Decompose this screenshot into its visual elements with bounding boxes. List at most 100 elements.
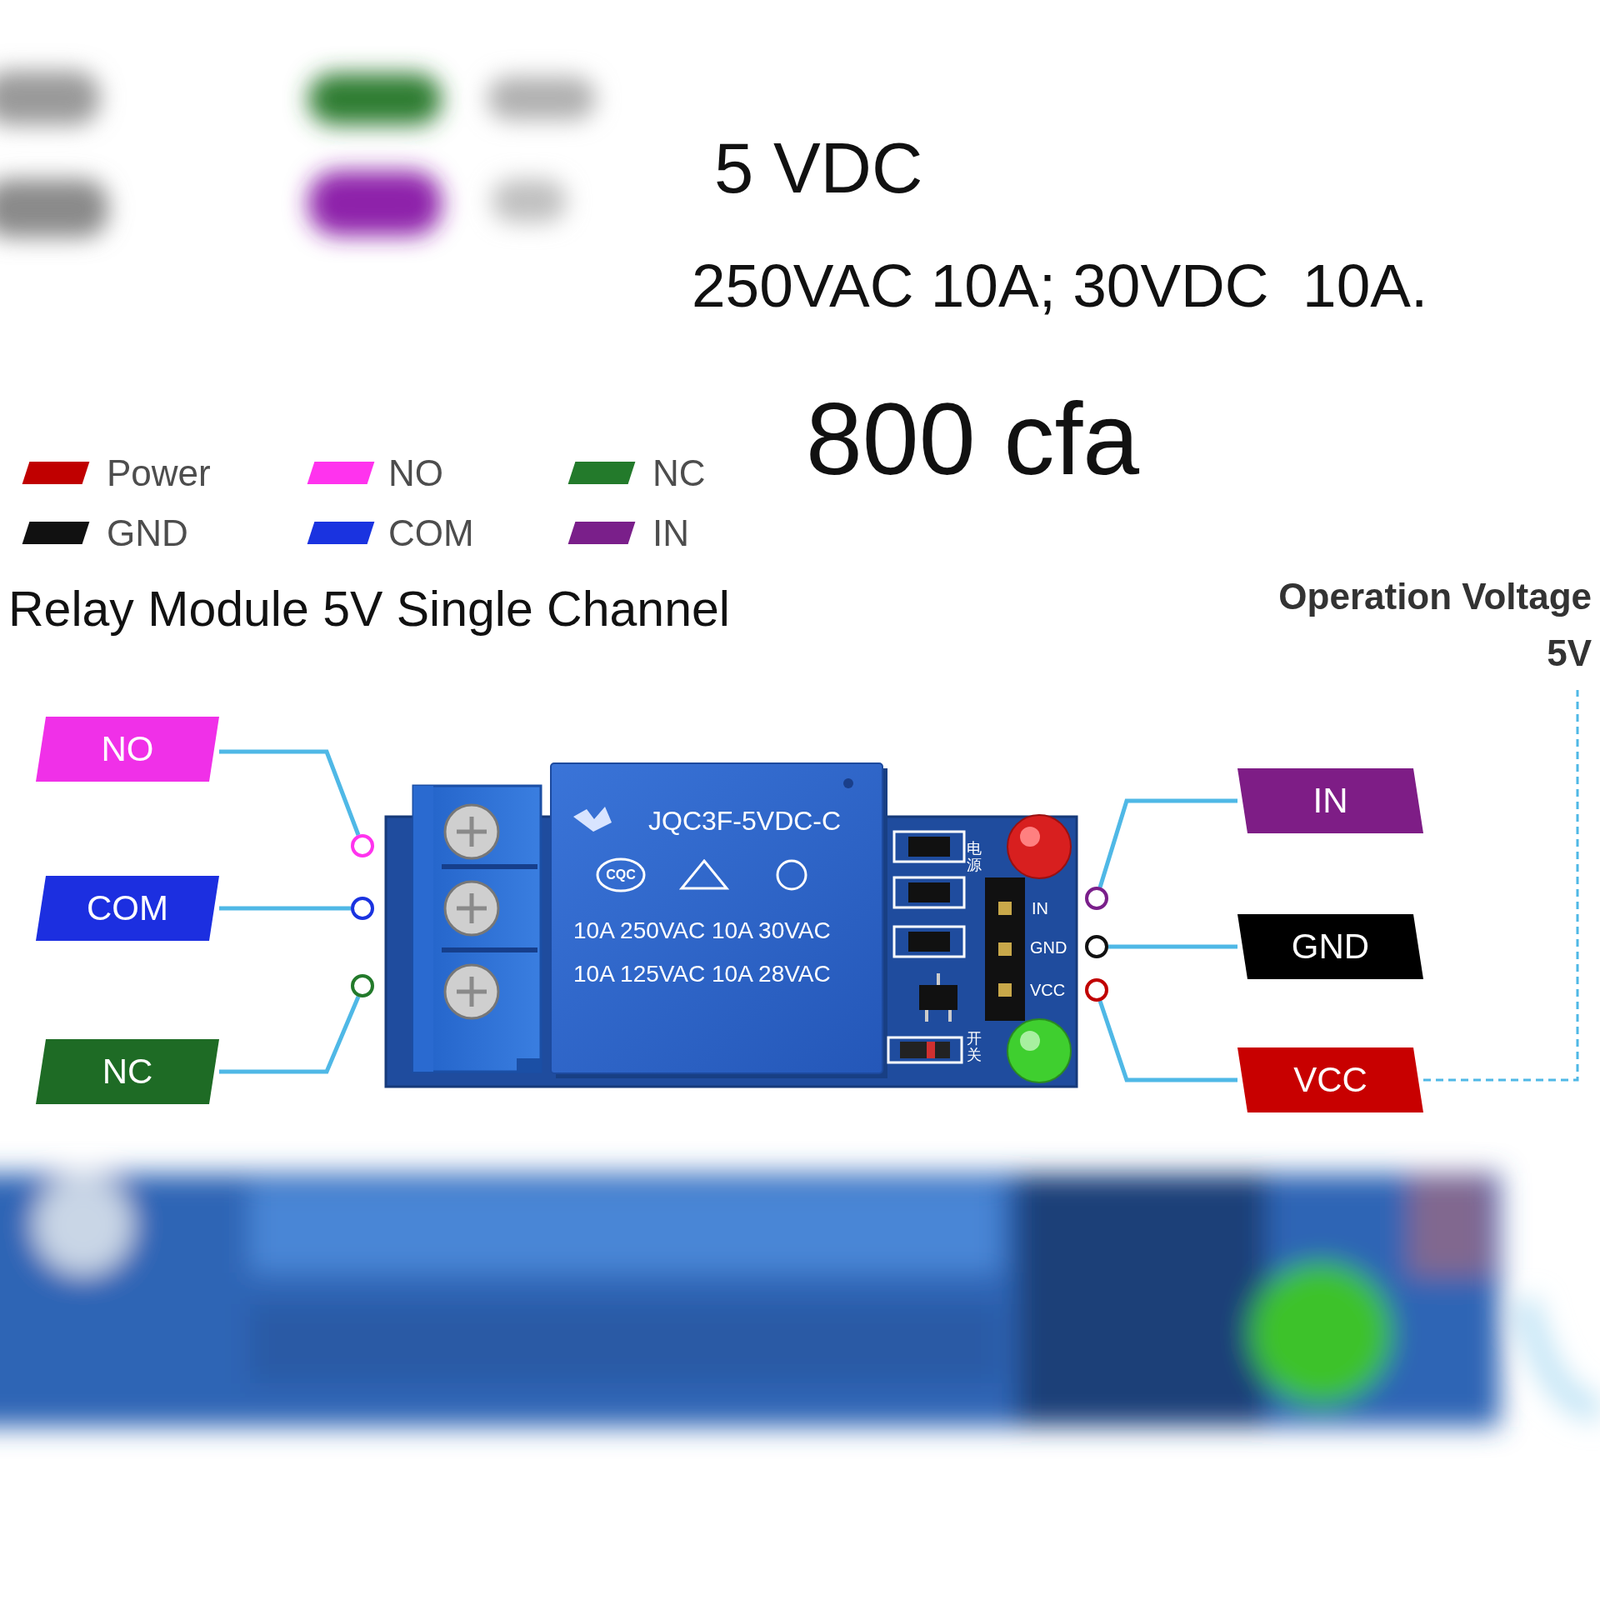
leader-wire bbox=[219, 751, 1238, 1080]
board-components bbox=[888, 815, 1071, 1083]
pin-ring-part bbox=[1086, 888, 1107, 909]
relay-board-part bbox=[441, 864, 538, 870]
blurred-legend-part bbox=[0, 70, 100, 125]
board-components-part bbox=[908, 882, 950, 903]
silkscreen-label: 开关 bbox=[966, 1030, 982, 1064]
board-components-part bbox=[894, 877, 965, 908]
terminal-screw-part bbox=[445, 965, 499, 1019]
blurred-photo-band-part bbox=[33, 1175, 134, 1275]
board-components-part bbox=[919, 985, 958, 1010]
pin-tag: IN bbox=[1237, 768, 1424, 834]
leader-wire-part bbox=[219, 996, 359, 1072]
relay-board-part bbox=[573, 806, 612, 832]
leader-wire-part bbox=[1100, 1000, 1238, 1080]
blurred-photo-band-part bbox=[250, 1304, 1000, 1384]
operation-voltage-value: 5V bbox=[1546, 632, 1592, 675]
relay-board-part bbox=[777, 860, 806, 890]
tag-fill bbox=[1237, 914, 1424, 980]
tag-fill bbox=[35, 875, 220, 941]
tag-label: NO bbox=[101, 729, 155, 770]
blurred-photo-band-part bbox=[1408, 1176, 1492, 1277]
blurred-legend-part bbox=[491, 179, 567, 223]
legend-text: IN bbox=[652, 512, 690, 555]
board-components-part bbox=[985, 877, 1025, 1021]
board-components-part bbox=[894, 831, 965, 862]
tag-label: GND bbox=[1291, 926, 1370, 967]
blurred-photo-band-part bbox=[0, 1173, 1500, 1427]
board-components-part bbox=[1007, 815, 1071, 879]
pin-ring-part bbox=[352, 898, 373, 919]
board-components-part bbox=[1007, 1019, 1071, 1083]
terminal-screw bbox=[445, 805, 499, 1019]
tag-fill bbox=[35, 716, 220, 782]
relay-board bbox=[385, 763, 1077, 1087]
legend-swatch bbox=[22, 461, 90, 485]
leader-wire-part bbox=[219, 751, 359, 835]
blurred-legend-part bbox=[308, 73, 442, 125]
pin-ring-part bbox=[352, 835, 373, 856]
board-components-part bbox=[948, 1010, 952, 1022]
terminal-tag: NC bbox=[35, 1039, 220, 1105]
terminal-screw-part bbox=[445, 881, 499, 935]
legend-text: NC bbox=[652, 452, 706, 495]
blurred-photo-band-part bbox=[250, 1185, 1000, 1273]
blurred-photo-band-part bbox=[1250, 1262, 1392, 1405]
certification-mark: CQC bbox=[605, 867, 636, 883]
relay-board-part bbox=[516, 1058, 542, 1072]
board-components-part bbox=[998, 942, 1012, 956]
supply-dashed-line bbox=[1423, 690, 1578, 1080]
terminal-screw-part bbox=[445, 805, 499, 859]
pin-tag: VCC bbox=[1237, 1047, 1424, 1113]
board-components-part bbox=[908, 931, 950, 952]
tag-fill bbox=[1237, 768, 1424, 834]
pin-ring-part bbox=[352, 975, 373, 996]
terminal-tag: COM bbox=[35, 875, 220, 941]
legend-text: GND bbox=[106, 512, 189, 555]
legend-swatch bbox=[22, 521, 90, 545]
blurred-legend bbox=[0, 70, 596, 238]
blurred-legend-part bbox=[308, 170, 442, 236]
blurred-legend-part bbox=[0, 179, 109, 238]
leader-wire-part bbox=[1100, 800, 1238, 888]
blurred-legend-part bbox=[487, 76, 596, 120]
relay-board-part bbox=[550, 763, 883, 1074]
board-components-part bbox=[894, 926, 965, 957]
board-components-part bbox=[1020, 1030, 1040, 1051]
blurred-photo-band bbox=[0, 1173, 1600, 1427]
tag-label: VCC bbox=[1293, 1060, 1368, 1100]
board-components-part bbox=[1020, 826, 1040, 847]
pin-ring-part bbox=[1086, 936, 1107, 957]
legend-swatch bbox=[307, 461, 375, 485]
board-components-part bbox=[888, 1037, 962, 1063]
pin-tag: GND bbox=[1237, 914, 1424, 980]
pin-name: GND bbox=[1030, 938, 1067, 958]
tag-label: NC bbox=[102, 1051, 154, 1092]
relay-rating: 10A 250VAC 10A 30VAC bbox=[573, 917, 831, 945]
relay-board-part bbox=[413, 785, 541, 1072]
relay-board-part bbox=[441, 947, 538, 953]
terminal-tag: NO bbox=[35, 716, 220, 782]
leader-wire-part bbox=[1108, 945, 1238, 950]
relay-rating: 10A 125VAC 10A 28VAC bbox=[573, 960, 831, 988]
tag-fill bbox=[1237, 1047, 1424, 1113]
blurred-photo-band-part bbox=[1016, 1175, 1267, 1425]
terminal-screw-part bbox=[470, 893, 475, 924]
board-components-part bbox=[908, 836, 950, 857]
legend-text: NO bbox=[388, 452, 444, 495]
board-components-part bbox=[926, 1041, 935, 1059]
tag-fill bbox=[35, 1039, 220, 1105]
leader-wire-part bbox=[219, 906, 351, 911]
supply-voltage: 5 VDC bbox=[714, 127, 923, 210]
relay-board-part bbox=[843, 778, 854, 789]
contact-rating: 250VAC 10A; 30VDC 10A. bbox=[691, 250, 1428, 321]
relay-part-number: JQC3F-5VDC-C bbox=[648, 805, 841, 837]
tag-label: IN bbox=[1313, 780, 1349, 821]
board-components-part bbox=[936, 973, 940, 985]
pin-name: IN bbox=[1031, 899, 1049, 919]
board-components-part bbox=[998, 983, 1012, 997]
board-components-part bbox=[925, 1010, 929, 1022]
pin-ring bbox=[352, 835, 1107, 1000]
blurred-photo-band-part bbox=[1525, 1300, 1600, 1409]
